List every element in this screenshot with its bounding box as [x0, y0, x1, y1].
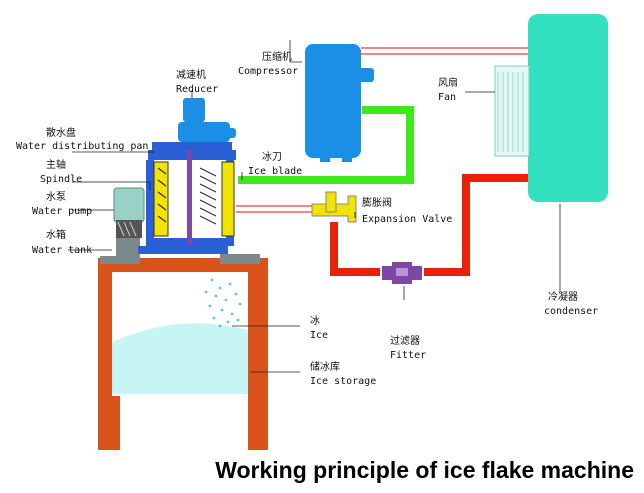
svg-text:Ice blade: Ice blade	[248, 166, 302, 177]
label-ice: 冰 Ice	[310, 314, 328, 341]
label-water-distributing-pan: 散水盘 Water distributing pan	[16, 126, 148, 152]
svg-text:Water tank: Water tank	[32, 245, 92, 256]
svg-text:Reducer: Reducer	[176, 84, 218, 95]
svg-text:冰刀: 冰刀	[262, 150, 282, 163]
compressor	[305, 44, 374, 162]
label-condenser: 冷凝器 condenser	[544, 290, 598, 317]
discharge-line	[361, 47, 528, 55]
ice-storage-bin	[98, 258, 268, 450]
water-pump	[113, 187, 145, 238]
label-expansion-valve: 膨胀阀 Expansion Valve	[362, 196, 452, 225]
svg-text:水泵: 水泵	[46, 191, 66, 203]
svg-text:主轴: 主轴	[46, 158, 66, 171]
svg-text:Fitter: Fitter	[390, 350, 426, 361]
condenser	[528, 14, 608, 202]
evaporator-feed-line	[236, 205, 318, 213]
label-spindle: 主轴 Spindle	[40, 158, 82, 185]
svg-text:Ice: Ice	[310, 330, 328, 341]
label-filter: 过滤器 Fitter	[390, 334, 426, 361]
expansion-valve	[311, 191, 357, 223]
svg-text:Ice storage: Ice storage	[310, 376, 376, 387]
label-water-tank: 水箱 Water tank	[32, 228, 92, 256]
suction-line	[238, 106, 414, 184]
filter	[382, 262, 422, 284]
svg-text:水箱: 水箱	[46, 228, 66, 241]
label-compressor: 压缩机 Compressor	[238, 50, 298, 77]
svg-text:冰: 冰	[310, 314, 320, 327]
ice-pile	[112, 323, 248, 394]
leader-lines	[68, 40, 561, 373]
svg-text:过滤器: 过滤器	[390, 334, 420, 347]
svg-text:压缩机: 压缩机	[262, 50, 292, 63]
svg-text:Fan: Fan	[438, 92, 456, 103]
svg-text:Water pump: Water pump	[32, 206, 92, 217]
fan	[494, 65, 530, 157]
svg-text:Expansion Valve: Expansion Valve	[362, 214, 452, 225]
spindle	[187, 140, 192, 244]
evaporator-drum	[146, 140, 236, 246]
svg-text:膨胀阀: 膨胀阀	[362, 196, 392, 209]
liquid-line	[330, 174, 528, 276]
water-distributing-pan	[152, 142, 232, 150]
svg-text:储冰库: 储冰库	[310, 360, 340, 373]
reducer	[178, 98, 236, 142]
svg-text:冷凝器: 冷凝器	[548, 290, 578, 303]
svg-text:Water distributing pan: Water distributing pan	[16, 141, 148, 152]
svg-text:风扇: 风扇	[438, 76, 458, 89]
falling-ice-flakes	[204, 278, 242, 328]
label-reducer: 减速机 Reducer	[176, 68, 218, 95]
svg-text:Spindle: Spindle	[40, 174, 82, 185]
label-fan: 风扇 Fan	[438, 76, 458, 103]
label-water-pump: 水泵 Water pump	[32, 191, 92, 217]
svg-text:condenser: condenser	[544, 306, 598, 317]
label-ice-storage: 储冰库 Ice storage	[310, 360, 376, 387]
svg-text:Compressor: Compressor	[238, 66, 298, 77]
label-ice-blade: 冰刀 Ice blade	[248, 150, 302, 177]
svg-text:散水盘: 散水盘	[46, 126, 76, 139]
diagram-title: Working principle of ice flake machine	[215, 457, 634, 483]
svg-text:减速机: 减速机	[176, 68, 206, 81]
water-tank	[100, 238, 260, 264]
